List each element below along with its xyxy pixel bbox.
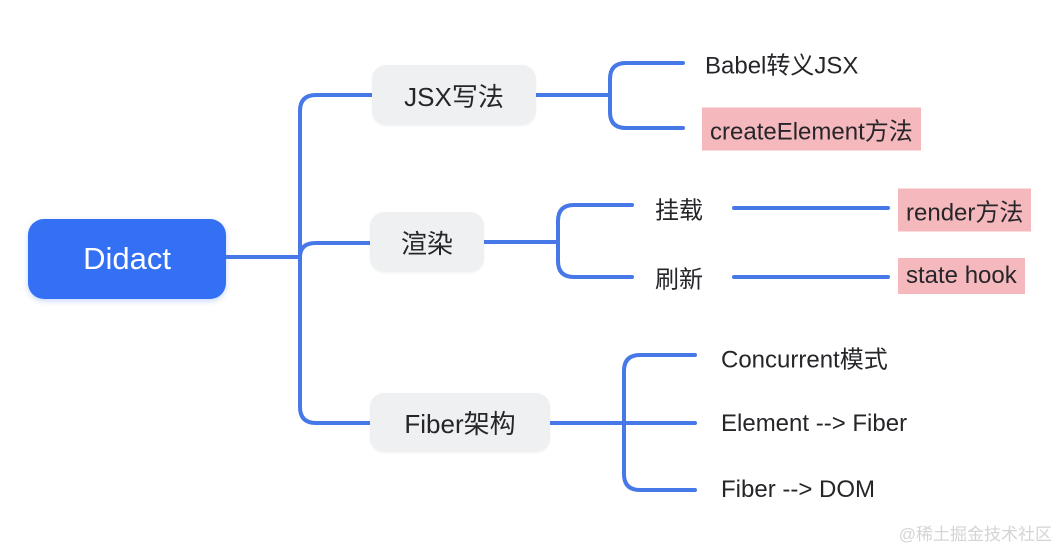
link-trunk — [298, 93, 374, 425]
branch-node-label: Fiber架构 — [404, 409, 516, 439]
leaf-fiber-to-dom[interactable]: Fiber --> DOM — [721, 476, 876, 503]
leaf-concurrent-mode[interactable]: Concurrent模式 — [721, 346, 888, 374]
branch-node-label: 渲染 — [400, 228, 453, 259]
branch-node-fiber[interactable]: Fiber架构 — [370, 393, 550, 452]
link-fiber-bracket — [622, 353, 697, 492]
root-node-didact[interactable]: Didact — [28, 219, 226, 299]
leaf-element-to-fiber[interactable]: Element --> Fiber — [721, 410, 908, 437]
watermark: @稀土掘金技术社区 — [898, 525, 1052, 544]
leaf-babel-jsx[interactable]: Babel转义JSX — [705, 52, 859, 80]
branch-node-render[interactable]: 渲染 — [370, 212, 484, 272]
leaf-render-method[interactable]: render方法 — [898, 188, 1032, 232]
leaf-mount[interactable]: 挂载 — [655, 197, 703, 225]
leaf-refresh[interactable]: 刷新 — [655, 266, 703, 294]
link-render-bracket — [556, 203, 634, 279]
leaf-state-hook[interactable]: state hook — [898, 258, 1025, 294]
branch-node-jsx[interactable]: JSX写法 — [372, 65, 536, 125]
link-jsx-bracket — [608, 61, 685, 130]
link-trunk-render — [298, 241, 372, 259]
branch-node-label: JSX写法 — [404, 81, 504, 112]
leaf-create-element[interactable]: createElement方法 — [702, 107, 921, 151]
root-node-label: Didact — [83, 241, 171, 276]
